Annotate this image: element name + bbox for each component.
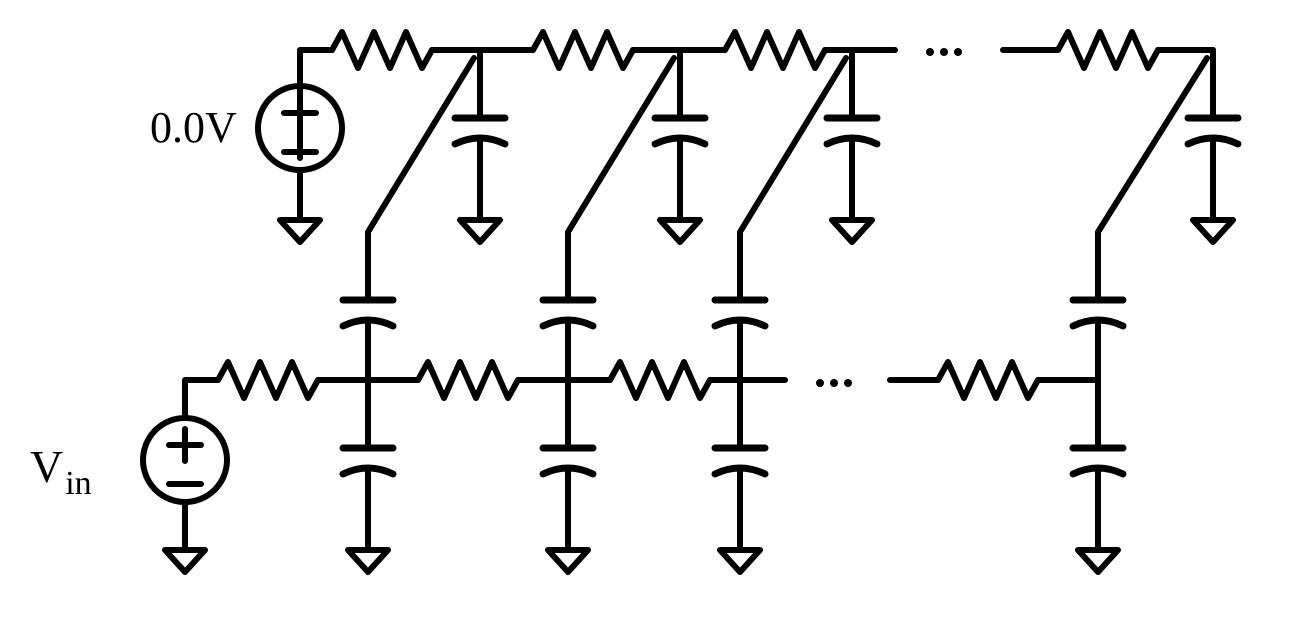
ground-icon: [1075, 547, 1121, 575]
bottom-source-wire: [182, 377, 221, 421]
node-stack-1: [339, 296, 397, 575]
bottom-resistor-2: [415, 359, 521, 401]
node-stack-3: [711, 296, 769, 575]
top-rail: [297, 29, 1216, 161]
top-capacitor-3: [823, 47, 881, 245]
node-stack-2: [539, 296, 597, 575]
top-capacitor-1: [451, 47, 509, 245]
bottom-voltage-source: [140, 415, 230, 575]
ground-icon: [545, 547, 591, 575]
top-capacitor-2: [651, 47, 709, 245]
bottom-rail: [182, 359, 1101, 421]
ground-icon: [1190, 217, 1236, 245]
top-voltage-source: [255, 83, 345, 245]
top-resistor-1: [329, 29, 435, 71]
bottom-resistor-4: [935, 359, 1041, 401]
ground-icon: [277, 217, 323, 245]
bottom-ellipsis: [816, 379, 852, 387]
ground-icon: [345, 547, 391, 575]
bottom-resistor-3: [607, 359, 713, 401]
bottom-resistor-1: [215, 359, 321, 401]
node-stack-4: [1069, 296, 1127, 575]
top-resistor-4: [1055, 29, 1161, 71]
ground-icon: [657, 217, 703, 245]
ground-icon: [457, 217, 503, 245]
bottom-source-label: Vin: [30, 441, 92, 502]
plus-sign: [281, 94, 319, 132]
top-resistor-2: [530, 29, 636, 71]
top-capacitor-4: [1184, 47, 1242, 245]
switch-4: [1095, 55, 1210, 303]
ground-icon: [717, 547, 763, 575]
ground-icon: [829, 217, 875, 245]
top-ellipsis: [926, 48, 962, 56]
switch-3: [737, 55, 849, 303]
switch-1: [365, 55, 477, 303]
ground-icon: [162, 547, 208, 575]
plus-sign: [166, 426, 204, 464]
top-source-label: 0.0V: [150, 103, 237, 152]
top-resistor-3: [722, 29, 828, 71]
switch-2: [565, 55, 677, 303]
top-source-wire: [297, 47, 335, 161]
